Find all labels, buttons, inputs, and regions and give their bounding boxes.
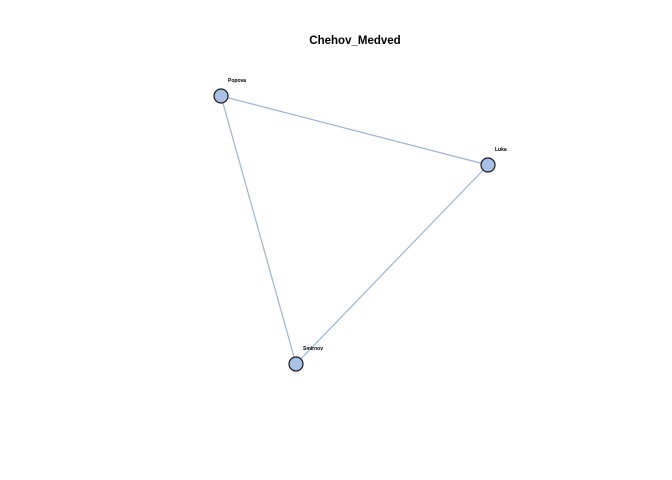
node-luka <box>480 157 496 173</box>
node-label-luka: Luka <box>495 147 507 153</box>
node-label-smirnov: Smirnov <box>303 346 323 352</box>
node-label-popova: Popova <box>228 78 246 84</box>
edge-luka-smirnov <box>295 164 489 365</box>
edges-layer <box>220 95 489 365</box>
node-smirnov <box>288 356 304 372</box>
edge-popova-luka <box>220 95 489 166</box>
diagram-title: Chehov_Medved <box>309 35 400 47</box>
edge-popova-smirnov <box>220 95 297 365</box>
node-popova <box>213 88 229 104</box>
nodes-layer <box>213 88 496 372</box>
